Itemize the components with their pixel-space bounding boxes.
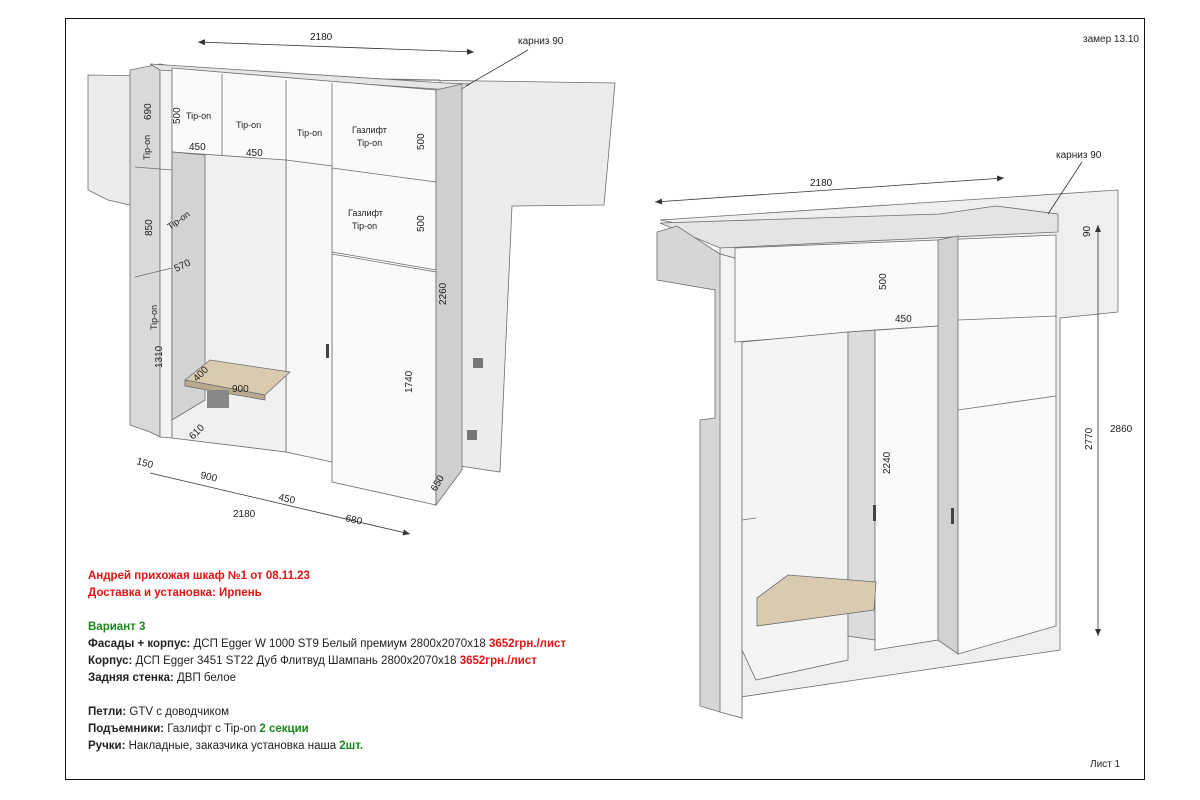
right-side-panel xyxy=(435,83,463,507)
label-tip-on-2: Tip-on xyxy=(236,120,261,130)
lifts-count: 2 секции xyxy=(259,723,309,735)
variant-label: Вариант 3 xyxy=(88,621,146,633)
middle-door xyxy=(874,325,939,651)
dim-500-b: 500 xyxy=(416,133,427,150)
measure-date: замер 13.10 xyxy=(1083,34,1139,45)
dim-500-a: 500 xyxy=(172,107,183,124)
narrow-door xyxy=(285,159,333,463)
dim-width-top: 2180 xyxy=(310,32,333,43)
right-cabinet-view xyxy=(656,189,1119,719)
dim-1310: 1310 xyxy=(154,345,165,368)
tall-door xyxy=(331,253,437,506)
dim-450-a: 450 xyxy=(189,142,206,153)
right-view-right-column xyxy=(937,235,959,655)
socket-icon xyxy=(467,430,477,440)
hinges-text: GTV с доводчиком xyxy=(126,706,229,718)
label-gaslift-2: Газлифт xyxy=(348,208,383,218)
handles-label: Ручки: xyxy=(88,740,126,752)
right-view-left-column xyxy=(741,331,849,681)
lifts-text: Газлифт с Tip-on xyxy=(164,723,260,735)
label-side-tip-on-top: Tip-on xyxy=(142,135,152,160)
dim-500-c: 500 xyxy=(416,215,427,232)
hinges-label: Петли: xyxy=(88,706,127,718)
dim-450-b: 450 xyxy=(246,148,263,159)
lifts-line: Подъемники: Газлифт с Tip-on 2 секции xyxy=(88,721,648,738)
body-text: ДСП Egger 3451 ST22 Дуб Флитвуд Шампань … xyxy=(132,655,460,667)
lifts-label: Подъемники: xyxy=(88,723,165,735)
right-cornice-label: карниз 90 xyxy=(1056,150,1102,161)
left-cabinet-view xyxy=(87,63,616,507)
dim-right-500: 500 xyxy=(878,273,889,290)
handles-line: Ручки: Накладные, заказчика установка на… xyxy=(88,738,648,755)
label-gaslift-1: Газлифт xyxy=(352,125,387,135)
dim-450: 450 xyxy=(277,492,296,507)
label-gaslift-2-tip: Tip-on xyxy=(352,221,377,231)
right-view-right-doors xyxy=(957,315,1057,655)
socket-icon xyxy=(473,358,483,368)
dim-150: 150 xyxy=(135,456,154,471)
back-text: ДВП белое xyxy=(173,672,237,684)
label-side-tip-on-low: Tip-on xyxy=(149,305,159,330)
dim-900: 900 xyxy=(199,470,218,485)
dim-90: 90 xyxy=(1082,225,1093,237)
dim-680: 680 xyxy=(344,513,363,528)
dim-850: 850 xyxy=(144,219,155,236)
facades-price: 3652грн./лист xyxy=(488,638,567,650)
handles-text: Накладные, заказчика установка наша xyxy=(125,740,340,752)
left-back-wall xyxy=(87,73,616,473)
order-notes: Андрей прихожая шкаф №1 от 08.11.23 Дост… xyxy=(88,568,648,755)
sheet-frame xyxy=(65,18,1145,780)
niche-shadow xyxy=(171,151,206,421)
dim-right-450: 450 xyxy=(895,314,912,325)
hinges-line: Петли: GTV с доводчиком xyxy=(88,704,648,721)
label-gaslift-1-tip: Tip-on xyxy=(357,138,382,148)
dim-1740: 1740 xyxy=(404,370,415,393)
dim-2240: 2240 xyxy=(882,451,893,474)
label-tip-on-3: Tip-on xyxy=(297,128,322,138)
facades-line: Фасады + корпус: ДСП Egger W 1000 ST9 Бе… xyxy=(88,636,648,653)
dim-2180-bottom: 2180 xyxy=(233,509,256,520)
body-line: Корпус: ДСП Egger 3451 ST22 Дуб Флитвуд … xyxy=(88,653,648,670)
back-line: Задняя стенка: ДВП белое xyxy=(88,670,648,687)
body-label: Корпус: xyxy=(88,655,133,667)
handles-count: 2шт. xyxy=(339,740,364,752)
sheet-number: Лист 1 xyxy=(1090,759,1121,770)
dim-2260: 2260 xyxy=(438,282,449,305)
body-price: 3652грн./лист xyxy=(459,655,537,667)
right-bench xyxy=(756,574,877,627)
dim-690: 690 xyxy=(143,103,154,120)
cornice-label: карниз 90 xyxy=(518,36,564,47)
facades-label: Фасады + корпус: xyxy=(88,638,191,650)
left-side-face xyxy=(159,63,173,439)
facades-text: ДСП Egger W 1000 ST9 Белый премиум 2800х… xyxy=(190,638,489,650)
dim-2770: 2770 xyxy=(1084,427,1095,450)
delivery-line: Доставка и установка: Ирпень xyxy=(88,587,262,599)
back-label: Задняя стенка: xyxy=(88,672,174,684)
dim-900-bench: 900 xyxy=(232,384,249,395)
dim-right-width-top: 2180 xyxy=(810,178,833,189)
label-tip-on-1: Tip-on xyxy=(186,111,211,121)
dim-2860: 2860 xyxy=(1110,424,1133,435)
right-cornice xyxy=(659,205,1059,249)
order-title: Андрей прихожая шкаф №1 от 08.11.23 xyxy=(88,570,310,582)
